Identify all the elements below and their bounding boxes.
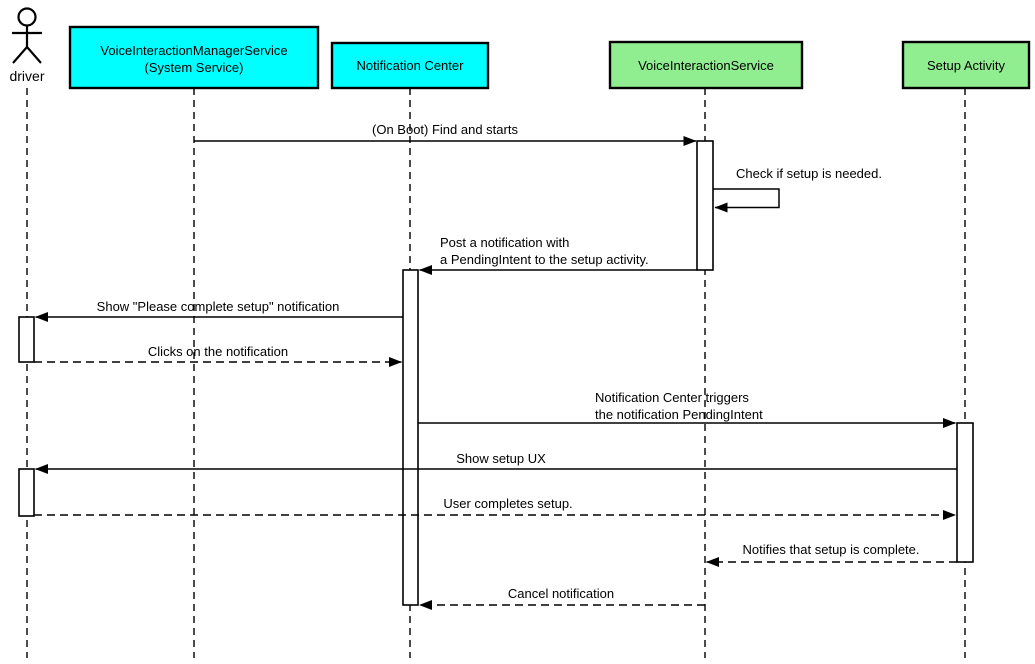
message-show-please-complete-setup-notification: Show "Please complete setup" notificatio…	[35, 299, 403, 322]
participant-box-voice-interaction-service	[608, 40, 804, 90]
message-cancel-notification: Cancel notification	[419, 586, 705, 610]
participant-setup-activity-label: Setup Activity	[927, 58, 1006, 73]
participant-box-notification-center	[330, 41, 490, 90]
message-notification-center-triggers-pendingintent: Notification Center triggers the notific…	[418, 390, 956, 428]
participant-voice-interaction-service-label: VoiceInteractionService	[638, 58, 774, 73]
message-2-self-arrow	[713, 188, 780, 213]
message-show-setup-ux: Show setup UX	[35, 451, 957, 474]
message-user-completes-setup: User completes setup.	[34, 496, 956, 520]
activation-driver-2	[18, 468, 35, 517]
message-clicks-on-the-notification: Clicks on the notification	[34, 344, 402, 367]
actor-leg-left-icon	[12, 46, 28, 64]
participant-box-setup-activity	[901, 40, 1031, 90]
activation-setup-activity	[956, 422, 974, 563]
participant-notification-center-label: Notification Center	[357, 58, 465, 73]
participant-box-vims	[68, 25, 320, 90]
participant-voice-interaction-manager-service: VoiceInteractionManagerService (System S…	[68, 25, 320, 90]
message-6-label-line1: Notification Center triggers	[595, 390, 749, 405]
message-post-a-notification: Post a notification with a PendingIntent…	[419, 235, 697, 275]
message-10-label: Cancel notification	[508, 586, 614, 601]
activation-driver-1	[18, 316, 35, 363]
message-on-boot-find-and-starts: (On Boot) Find and starts	[194, 122, 697, 146]
actor-head-icon	[17, 7, 37, 27]
actor-driver-label: driver	[9, 68, 44, 84]
message-9-label: Notifies that setup is complete.	[742, 542, 919, 557]
participant-vims-label-line1: VoiceInteractionManagerService	[100, 43, 287, 58]
message-notifies-setup-complete: Notifies that setup is complete.	[706, 542, 957, 567]
message-2-label: Check if setup is needed.	[736, 166, 882, 181]
participant-vims-label-line2: (System Service)	[145, 60, 244, 75]
message-1-label: (On Boot) Find and starts	[372, 122, 518, 137]
message-3-label-line1: Post a notification with	[440, 235, 569, 250]
activation-voice-interaction-service	[696, 140, 714, 271]
actor-leg-right-icon	[26, 46, 42, 64]
participant-voice-interaction-service: VoiceInteractionService	[608, 40, 804, 90]
activation-notification-center	[402, 269, 419, 606]
message-check-if-setup-is-needed: Check if setup is needed.	[713, 166, 882, 213]
message-4-label: Show "Please complete setup" notificatio…	[97, 299, 340, 314]
participant-notification-center: Notification Center	[330, 41, 490, 90]
message-7-label: Show setup UX	[456, 451, 546, 466]
message-5-label: Clicks on the notification	[148, 344, 288, 359]
message-6-label-line2: the notification PendingIntent	[595, 407, 763, 422]
participant-setup-activity: Setup Activity	[901, 40, 1031, 90]
message-3-label-line2: a PendingIntent to the setup activity.	[440, 252, 649, 267]
message-8-label: User completes setup.	[443, 496, 572, 511]
actor-driver: driver	[9, 7, 45, 84]
